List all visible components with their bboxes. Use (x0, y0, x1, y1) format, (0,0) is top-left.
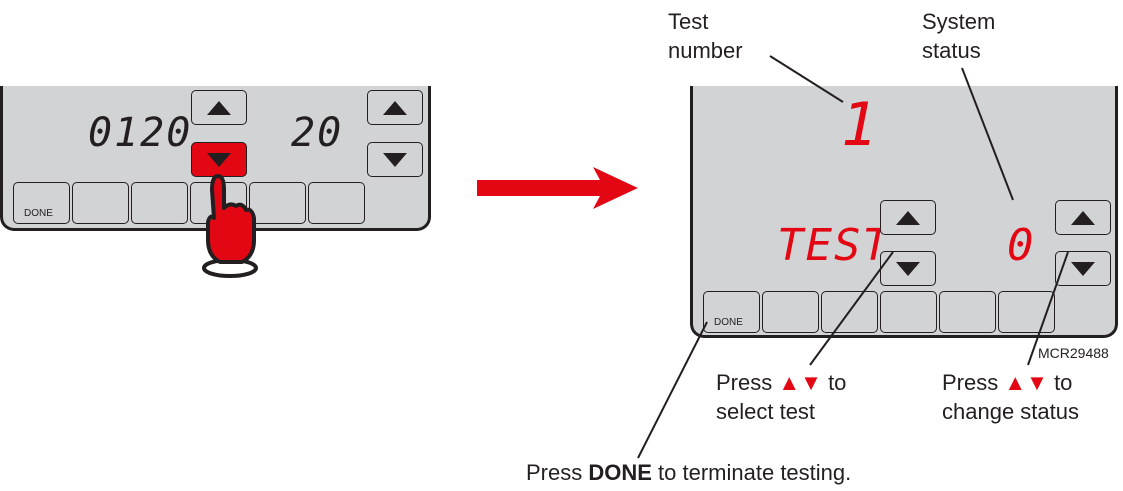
leader-change-status (1027, 251, 1069, 366)
up-arrow-icon (383, 100, 407, 115)
leader-done (637, 321, 708, 459)
callout-test-number: Test number (668, 7, 743, 65)
callout-text: to (1054, 370, 1073, 395)
soft-key-2[interactable] (762, 291, 819, 333)
soft-key-4[interactable] (880, 291, 937, 333)
callout-text: to terminate testing. (651, 460, 852, 485)
callout-change-status: Press ▲▼ to change status (942, 368, 1079, 426)
thermostat-panel-after: 1 TEST 0 DONE (690, 86, 1118, 338)
down-arrow-icon (383, 152, 407, 167)
up-arrow-icon (896, 210, 920, 225)
display-left-value: 0120 (88, 110, 193, 156)
soft-key-2[interactable] (72, 182, 129, 224)
thermostat-panel-before: 0120 20 DONE (0, 86, 431, 231)
soft-key-3[interactable] (131, 182, 188, 224)
up-arrow-icon (207, 100, 231, 115)
callout-text: change status (942, 399, 1079, 424)
test-up-button[interactable] (880, 200, 936, 235)
transition-arrow-icon (477, 167, 638, 209)
up-arrow-icon (1071, 210, 1095, 225)
up-down-arrows-icon: ▲▼ (1004, 370, 1048, 395)
test-number-display: 1 (841, 90, 880, 160)
figure-id: MCR29488 (1038, 345, 1109, 361)
callout-text: Press (526, 460, 589, 485)
up-arrow-button-left[interactable] (191, 90, 247, 125)
up-down-arrows-icon: ▲▼ (778, 370, 822, 395)
soft-key-6[interactable] (308, 182, 365, 224)
leader-select-test (809, 251, 894, 366)
soft-key-5[interactable] (249, 182, 306, 224)
leader-test-number (769, 55, 844, 103)
down-arrow-icon (1071, 261, 1095, 276)
test-label-display: TEST (777, 220, 891, 271)
callout-line: Test (668, 9, 709, 34)
display-right-value: 20 (291, 110, 344, 156)
pointing-hand-icon (202, 174, 258, 278)
status-down-button[interactable] (1055, 251, 1111, 286)
done-button[interactable]: DONE (13, 182, 70, 224)
soft-key-5[interactable] (939, 291, 996, 333)
callout-text: Press (716, 370, 773, 395)
down-arrow-button-right[interactable] (367, 142, 423, 177)
down-arrow-icon (896, 261, 920, 276)
leader-system-status (961, 67, 1014, 201)
status-value-display: 0 (1007, 220, 1036, 271)
done-button[interactable]: DONE (703, 291, 760, 333)
callout-line: System (922, 9, 996, 34)
status-up-button[interactable] (1055, 200, 1111, 235)
soft-key-6[interactable] (998, 291, 1055, 333)
done-label: DONE (714, 317, 743, 328)
callout-line: status (922, 38, 981, 63)
callout-text: to (828, 370, 847, 395)
callout-text: Press (942, 370, 999, 395)
up-arrow-button-right[interactable] (367, 90, 423, 125)
callout-system-status: System status (922, 7, 995, 65)
done-label: DONE (24, 208, 53, 219)
down-arrow-icon (207, 152, 231, 167)
callout-select-test: Press ▲▼ to select test (716, 368, 846, 426)
callout-bold-text: DONE (588, 460, 652, 485)
callout-line: number (668, 38, 743, 63)
callout-done: Press DONE to terminate testing. (526, 458, 851, 487)
callout-text: select test (716, 399, 816, 424)
down-arrow-button-left-pressed[interactable] (191, 142, 247, 177)
